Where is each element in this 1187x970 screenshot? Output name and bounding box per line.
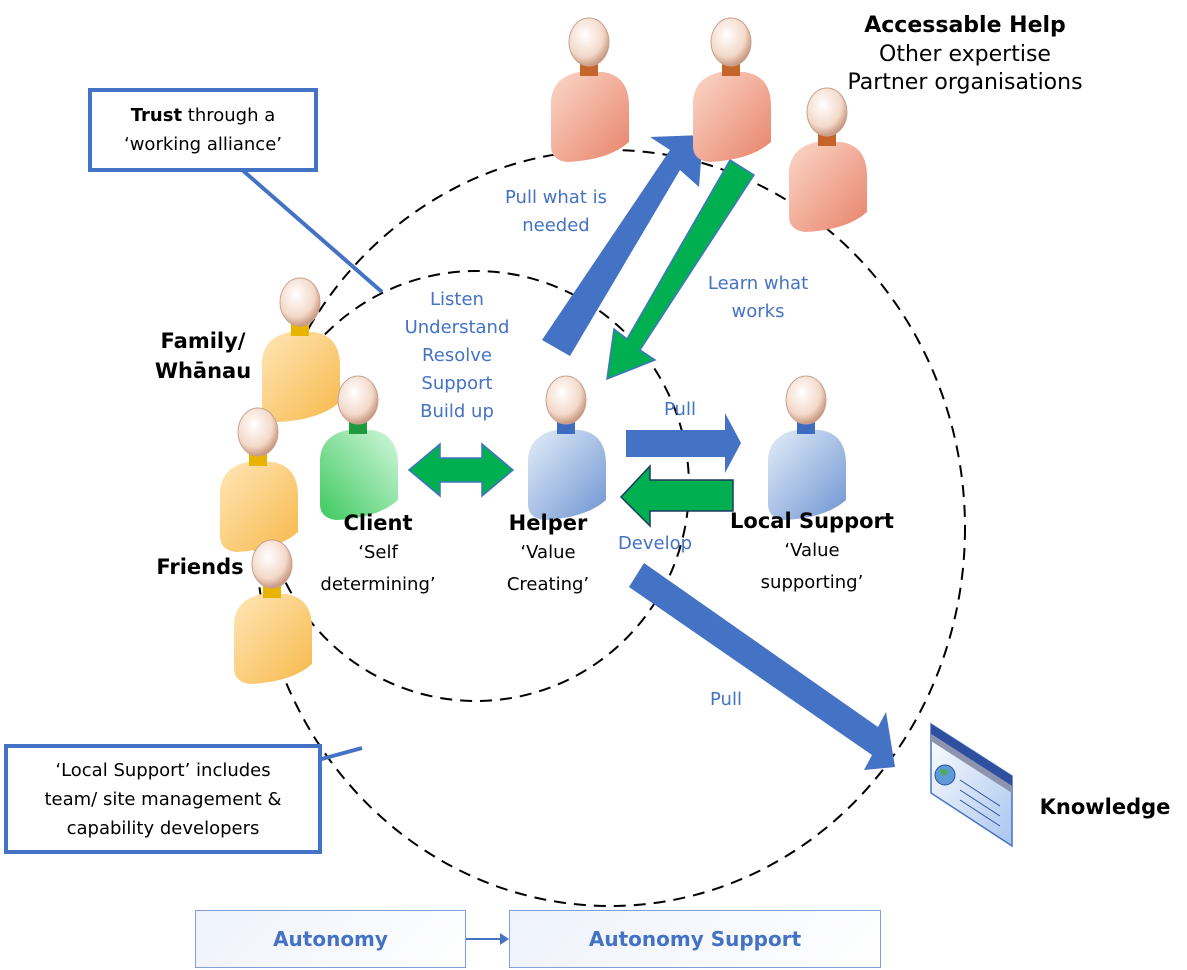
helper-name: Helper	[508, 511, 588, 535]
learn-line-2: works	[731, 301, 785, 322]
client-person	[319, 375, 398, 520]
autonomy-box: Autonomy	[195, 910, 466, 968]
friends-label: Friends	[156, 555, 244, 579]
accessible-help-person-3	[788, 87, 867, 232]
trust-callout-leader	[238, 166, 384, 294]
local-support-desc-line-2: supporting’	[760, 572, 864, 594]
pull-needed-line-1: Pull what is	[505, 187, 607, 208]
trust-callout-line-2: ‘working alliance’	[123, 134, 282, 155]
local-support-label: Local Support ‘Value supporting’	[722, 508, 902, 599]
accessible-help-label: Accessable Help Other expertise Partner …	[840, 12, 1090, 98]
accessible-help-heading: Accessable Help	[864, 13, 1066, 38]
friend-person-2	[233, 539, 312, 684]
helper-person	[527, 375, 606, 520]
trust-rest-text: through a	[182, 105, 276, 126]
local-support-callout-leader	[317, 746, 363, 762]
local-support-callout-line-1: ‘Local Support’ includes	[55, 759, 271, 781]
family-label-line-2: Whānau	[154, 359, 252, 383]
pull-knowledge-arrow	[629, 563, 895, 770]
action-listen: Listen	[430, 289, 484, 310]
local-support-callout: ‘Local Support’ includes team/ site mana…	[4, 744, 322, 854]
pull-local-support-arrow	[626, 413, 741, 473]
pull-what-is-needed-label: Pull what is needed	[486, 184, 626, 240]
accessible-help-line-1: Other expertise	[879, 41, 1051, 67]
accessible-help-person-2	[692, 17, 771, 162]
family-label-line-1: Family/	[160, 329, 246, 353]
trust-bold-text: Trust	[130, 105, 183, 126]
autonomy-support-box: Autonomy Support	[509, 910, 881, 968]
helper-actions-list: Listen Understand Resolve Support Build …	[402, 286, 512, 426]
pull-needed-line-2: needed	[522, 215, 590, 236]
client-name: Client	[343, 511, 413, 535]
local-support-name: Local Support	[730, 509, 894, 533]
learn-what-works-arrow	[606, 158, 756, 381]
local-support-desc-line-1: ‘Value	[784, 540, 840, 562]
accessible-help-line-2: Partner organisations	[847, 70, 1083, 96]
friend-person-1	[219, 407, 298, 552]
action-build-up: Build up	[420, 401, 494, 422]
action-resolve: Resolve	[422, 345, 492, 366]
client-helper-double-arrow	[407, 442, 515, 498]
knowledge-label: Knowledge	[1039, 795, 1171, 819]
local-support-callout-line-2: team/ site management &	[44, 788, 282, 810]
web-page-icon	[930, 722, 1013, 848]
helper-desc-line-2: Creating’	[506, 574, 590, 596]
trust-callout-line-1: Trust through a	[131, 101, 276, 130]
autonomy-flow-arrowhead	[500, 933, 509, 945]
learn-what-works-label: Learn what works	[690, 270, 826, 326]
family-person	[261, 277, 340, 422]
pull-local-label: Pull	[664, 399, 696, 420]
pull-knowledge-label: Pull	[710, 689, 742, 710]
client-desc-line-2: determining’	[320, 574, 436, 596]
action-support: Support	[421, 373, 493, 394]
accessible-help-person-1	[550, 17, 629, 162]
learn-line-1: Learn what	[707, 273, 809, 294]
local-support-person	[767, 375, 846, 520]
client-label: Client ‘Self determining’	[303, 510, 453, 601]
action-understand: Understand	[404, 317, 510, 338]
develop-label: Develop	[617, 533, 693, 554]
trust-callout: Trust through a ‘working alliance’	[88, 88, 318, 172]
pull-what-is-needed-arrow	[542, 135, 703, 356]
client-desc-line-1: ‘Self	[358, 542, 398, 564]
develop-arrow	[619, 464, 734, 528]
helper-desc-line-1: ‘Value	[520, 542, 576, 564]
helper-label: Helper ‘Value Creating’	[488, 510, 608, 601]
local-support-callout-line-3: capability developers	[66, 817, 260, 839]
family-label: Family/ Whānau	[148, 326, 258, 386]
